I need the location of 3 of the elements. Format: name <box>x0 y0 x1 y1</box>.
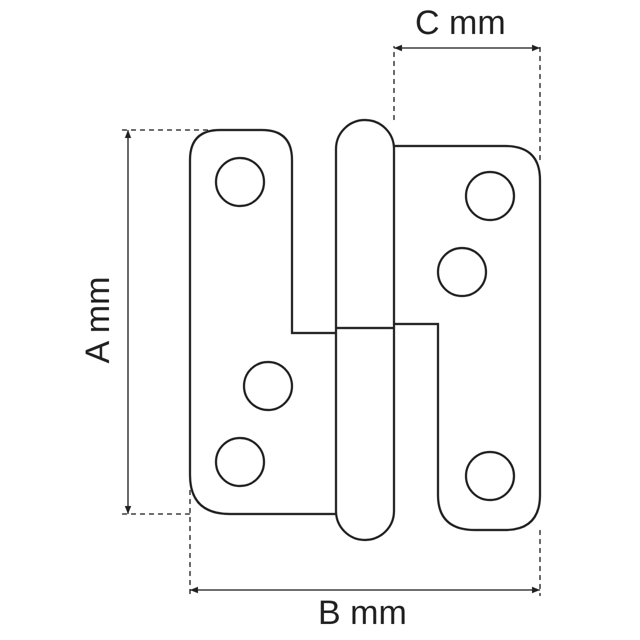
dimension-label: A mm <box>81 276 115 364</box>
dimension-label: C mm <box>415 6 506 40</box>
dimension-label: B mm <box>318 596 407 630</box>
